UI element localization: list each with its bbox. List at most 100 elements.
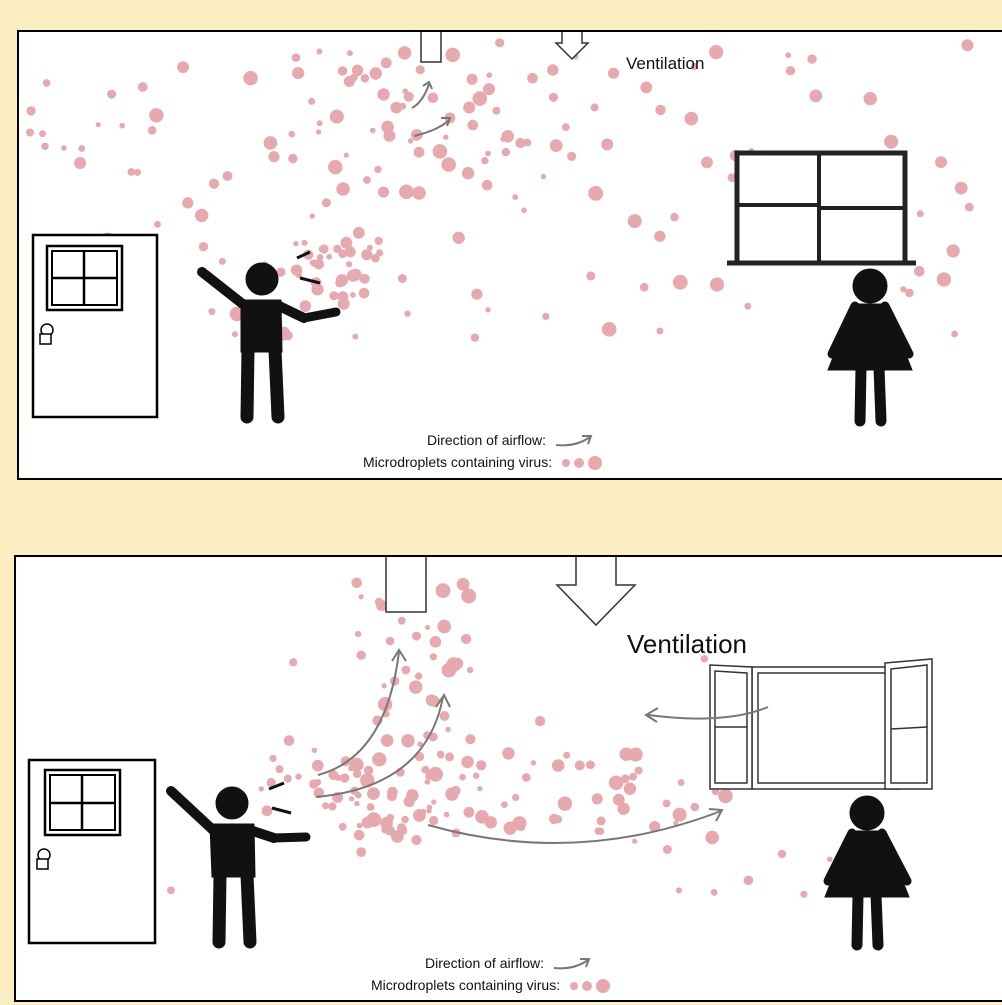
- woman-figure: [823, 795, 912, 951]
- virus-droplet: [484, 816, 497, 829]
- door-icon: [27, 758, 157, 945]
- virus-droplet: [623, 782, 637, 795]
- speaking-man-figure: [166, 781, 311, 949]
- virus-droplet: [352, 769, 362, 779]
- virus-droplet: [502, 747, 515, 760]
- virus-droplet: [501, 148, 510, 157]
- virus-droplet: [627, 214, 642, 229]
- virus-droplet: [397, 274, 407, 283]
- virus-droplet: [548, 92, 559, 102]
- virus-droplet: [591, 793, 603, 805]
- virus-droplet: [429, 653, 437, 661]
- virus-droplet: [522, 773, 531, 782]
- virus-droplet: [381, 120, 394, 134]
- virus-droplet: [61, 145, 67, 151]
- virus-droplet: [590, 103, 599, 112]
- virus-droplet: [827, 856, 833, 863]
- virus-droplet: [401, 665, 411, 675]
- virus-droplet: [361, 249, 373, 261]
- virus-droplet: [208, 308, 216, 316]
- virus-droplet: [743, 875, 754, 886]
- virus-droplet: [361, 816, 374, 829]
- virus-droplet: [355, 791, 362, 799]
- virus-droplet: [412, 631, 421, 641]
- virus-droplet: [355, 631, 362, 638]
- virus-droplet: [167, 886, 175, 895]
- intake-arrow-icon: [555, 557, 637, 627]
- virus-droplet: [299, 300, 312, 312]
- virus-droplet: [465, 734, 476, 745]
- virus-droplet: [628, 747, 643, 762]
- virus-droplet: [288, 130, 296, 138]
- virus-droplet: [380, 57, 392, 69]
- virus-droplet: [495, 38, 505, 48]
- virus-droplet: [301, 239, 308, 246]
- virus-droplet: [547, 64, 559, 76]
- virus-droplet: [709, 277, 725, 292]
- virus-droplet: [358, 287, 370, 299]
- virus-droplet: [501, 801, 508, 808]
- virus-droplet: [276, 267, 286, 277]
- virus-droplet: [654, 230, 666, 242]
- virus-droplet: [446, 657, 461, 673]
- virus-droplet: [705, 830, 719, 845]
- airflow-arrow-icon: [315, 648, 769, 844]
- virus-droplet: [411, 834, 422, 846]
- virus-droplet: [303, 249, 314, 260]
- virus-droplet: [515, 137, 526, 149]
- virus-droplet: [594, 827, 603, 835]
- virus-droplet: [551, 759, 565, 772]
- virus-droplet: [346, 50, 353, 57]
- virus-droplet: [512, 816, 527, 831]
- virus-droplet: [900, 286, 907, 293]
- virus-droplet: [243, 70, 258, 86]
- virus-droplet: [461, 633, 472, 645]
- virus-droplet: [426, 808, 432, 814]
- virus-droplet: [639, 282, 649, 292]
- virus-droplet: [463, 101, 476, 114]
- virus-droplet: [337, 291, 349, 302]
- droplet-legend-dots-icon: [561, 456, 602, 471]
- open-window-icon: [709, 658, 933, 790]
- virus-droplet: [431, 799, 437, 805]
- virus-droplet: [463, 806, 475, 818]
- virus-droplet: [951, 330, 958, 338]
- virus-droplet: [521, 207, 527, 214]
- virus-droplet: [372, 752, 387, 767]
- virus-droplet: [263, 136, 278, 150]
- virus-droplet: [561, 123, 570, 131]
- virus-droplet: [340, 773, 350, 783]
- virus-droplet: [322, 802, 330, 810]
- virus-droplet: [690, 62, 698, 71]
- virus-droplet: [567, 151, 577, 161]
- virus-droplet: [380, 734, 394, 747]
- virus-droplet: [402, 88, 409, 94]
- airflow-arrow-icon: [411, 80, 452, 137]
- airflow-legend: Direction of airflow:: [425, 955, 592, 972]
- virus-droplet: [481, 179, 493, 191]
- virus-droplet: [492, 106, 501, 115]
- virus-droplet: [935, 156, 947, 169]
- virus-droplet: [338, 822, 347, 831]
- virus-droplet: [777, 849, 787, 859]
- virus-droplet: [432, 144, 448, 159]
- virus-droplet: [340, 236, 353, 249]
- virus-droplet: [312, 759, 324, 772]
- virus-droplet: [291, 53, 301, 62]
- airflow-legend: Direction of airflow:: [427, 432, 594, 449]
- virus-droplet: [366, 244, 373, 251]
- virus-droplet: [476, 760, 487, 771]
- virus-droplet: [231, 331, 238, 338]
- virus-droplet: [863, 91, 877, 106]
- virus-droplet: [701, 156, 713, 169]
- virus-droplet: [421, 765, 430, 774]
- virus-droplet: [316, 48, 323, 55]
- virus-droplet: [884, 134, 899, 149]
- virus-droplet: [557, 796, 573, 811]
- virus-droplet: [452, 231, 465, 244]
- virus-droplet: [445, 787, 459, 801]
- virus-droplet: [343, 152, 349, 158]
- virus-droplet: [337, 66, 348, 76]
- virus-droplet: [586, 271, 596, 281]
- virus-droplet: [350, 292, 356, 298]
